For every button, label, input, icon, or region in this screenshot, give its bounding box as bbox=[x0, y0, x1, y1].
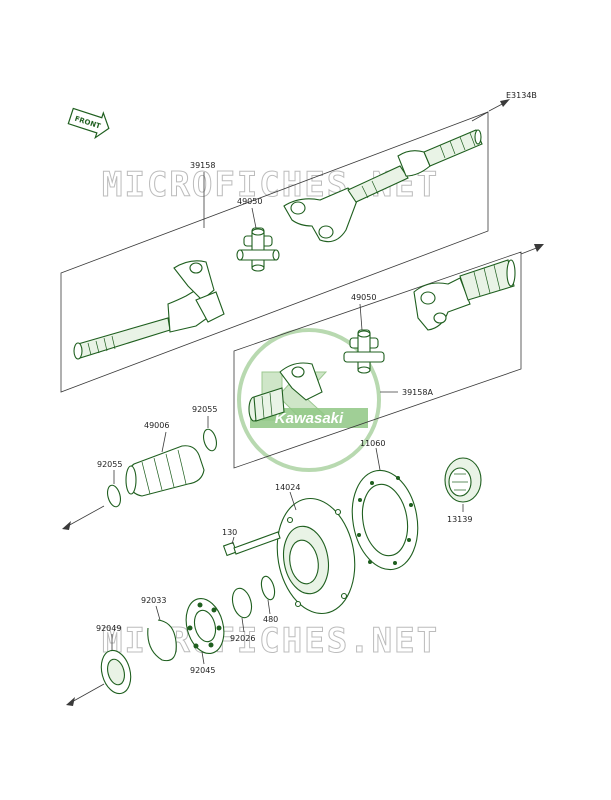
snap-ring-480 bbox=[260, 575, 276, 601]
callout-39158A: 39158A bbox=[402, 388, 433, 397]
washer-92026 bbox=[231, 587, 253, 619]
callout-49050-upper: 49050 bbox=[237, 197, 262, 206]
oil-seal-92049 bbox=[100, 649, 132, 695]
callout-14024: 14024 bbox=[275, 483, 300, 492]
drive-shaft-lower bbox=[248, 259, 516, 422]
callout-49050-lower: 49050 bbox=[351, 293, 376, 302]
universal-joint-lower bbox=[343, 329, 385, 374]
callout-480: 480 bbox=[263, 615, 278, 624]
bearing-92045 bbox=[185, 598, 225, 654]
collar-13139 bbox=[444, 457, 482, 503]
drive-shaft-upper bbox=[73, 129, 483, 360]
callout-92055-right: 92055 bbox=[192, 405, 217, 414]
logo-text: Kawasaki bbox=[275, 410, 344, 427]
callout-92049: 92049 bbox=[96, 624, 121, 633]
bolt-130 bbox=[222, 531, 281, 557]
circlip-92033 bbox=[147, 619, 177, 662]
callout-11060: 11060 bbox=[360, 439, 385, 448]
callout-49006: 49006 bbox=[144, 421, 169, 430]
o-ring-92055-right bbox=[202, 428, 218, 452]
universal-joint-upper bbox=[236, 227, 280, 272]
boot-49006 bbox=[125, 445, 205, 497]
assembly-box-39158 bbox=[60, 111, 489, 393]
callout-92045: 92045 bbox=[190, 666, 215, 675]
callout-13139: 13139 bbox=[447, 515, 472, 524]
front-arrow-icon: FRONT bbox=[67, 107, 110, 140]
callout-92055-left: 92055 bbox=[97, 460, 122, 469]
callout-92033: 92033 bbox=[141, 596, 166, 605]
gasket-11060 bbox=[351, 469, 419, 571]
callout-130: 130 bbox=[222, 528, 237, 537]
callout-92026: 92026 bbox=[230, 634, 255, 643]
callout-39158: 39158 bbox=[190, 161, 215, 170]
o-ring-92055-left bbox=[106, 484, 122, 508]
housing-14024 bbox=[276, 497, 356, 615]
drawing-code: E3134B bbox=[506, 91, 537, 100]
